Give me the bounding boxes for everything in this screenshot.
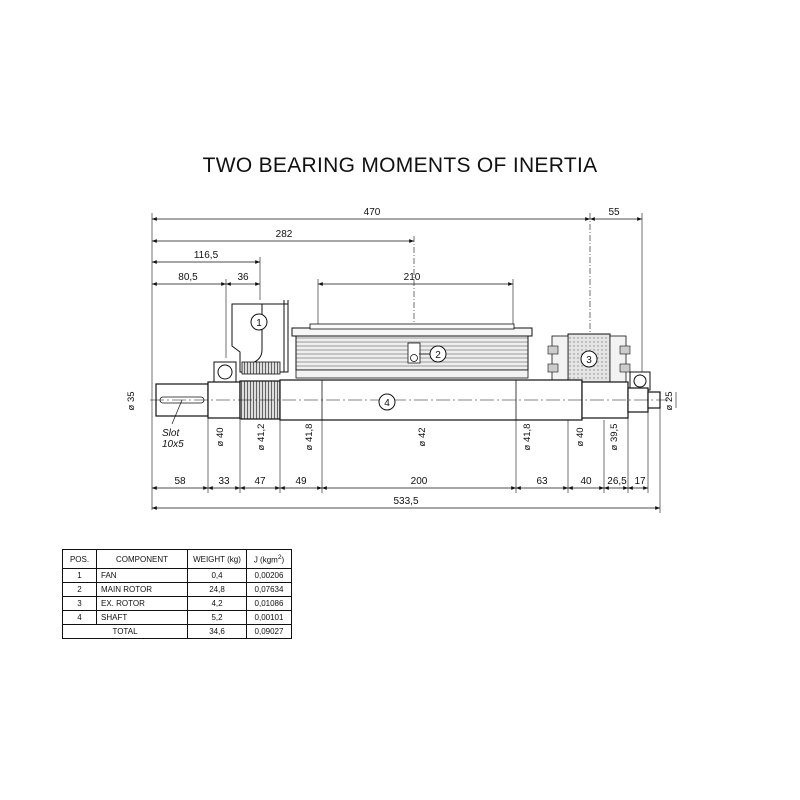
total-inertia: 0,09027 — [246, 624, 292, 639]
row-pos: 3 — [62, 596, 97, 611]
header-weight: WEIGHT (kg) — [187, 549, 247, 569]
total-weight: 34,6 — [187, 624, 247, 639]
shaft — [150, 379, 668, 421]
balloon-3: 3 — [580, 350, 598, 368]
table-row: 2 MAIN ROTOR 24,8 0,07634 — [62, 582, 292, 597]
total-label: TOTAL — [62, 624, 188, 639]
header-inertia-close: ) — [281, 555, 285, 565]
dia-39-5: ø 39,5 — [609, 424, 620, 451]
dia-41-2: ø 41,2 — [256, 424, 267, 451]
balloon-4-label: 4 — [384, 398, 390, 409]
components-table: POS. COMPONENT WEIGHT (kg) J (kgm2) 1 FA… — [62, 549, 292, 639]
diameter-labels: ø 35 ø 40 ø 41,2 ø 41,8 ø 42 ø 41,8 ø 40… — [126, 391, 677, 451]
balloon-4: 4 — [378, 393, 396, 411]
row-inertia: 0,01086 — [246, 596, 292, 611]
dim-36: 36 — [237, 272, 249, 283]
main-rotor — [291, 323, 533, 379]
table-row: 3 EX. ROTOR 4,2 0,01086 — [62, 596, 292, 611]
header-component: COMPONENT — [96, 549, 188, 569]
table-total-row: TOTAL 34,6 0,09027 — [62, 624, 292, 639]
bottom-dimensions: 58 33 47 49 200 63 40 26,5 17 533,5 — [152, 408, 661, 513]
dim-200: 200 — [411, 476, 428, 487]
header-inertia: J (kgm2) — [246, 549, 292, 569]
balloon-2: 2 — [419, 345, 447, 363]
dim-470: 470 — [364, 207, 381, 218]
dim-533-5: 533,5 — [393, 496, 418, 507]
non-drive-end-bearing — [629, 371, 651, 391]
dia-42: ø 42 — [417, 427, 428, 446]
dia-35: ø 35 — [126, 391, 137, 410]
table-header-row: POS. COMPONENT WEIGHT (kg) J (kgm2) — [62, 549, 292, 569]
row-component: EX. ROTOR — [96, 596, 188, 611]
balloon-2-label: 2 — [435, 350, 441, 361]
dim-49: 49 — [295, 476, 307, 487]
drawing-title: TWO BEARING MOMENTS OF INERTIA — [202, 154, 598, 177]
balloon-1: 1 — [250, 313, 268, 331]
header-inertia-base: J (kgm — [253, 555, 278, 565]
slot-size: 10x5 — [162, 439, 184, 450]
row-component: MAIN ROTOR — [96, 582, 188, 597]
row-pos: 1 — [62, 568, 97, 583]
fan — [231, 300, 289, 375]
row-component: FAN — [96, 568, 188, 583]
dim-17: 17 — [634, 476, 646, 487]
balloon-1-label: 1 — [256, 318, 262, 329]
row-weight: 4,2 — [187, 596, 247, 611]
dia-41-8-right: ø 41,8 — [522, 424, 533, 451]
row-component: SHAFT — [96, 610, 188, 625]
slot-callout: Slot 10x5 — [162, 399, 184, 450]
row-weight: 24,8 — [187, 582, 247, 597]
dim-63: 63 — [536, 476, 548, 487]
drive-end-bearing — [213, 361, 237, 383]
dia-40-left: ø 40 — [215, 427, 226, 446]
row-pos: 2 — [62, 582, 97, 597]
row-weight: 5,2 — [187, 610, 247, 625]
row-weight: 0,4 — [187, 568, 247, 583]
row-inertia: 0,00206 — [246, 568, 292, 583]
table-row: 4 SHAFT 5,2 0,00101 — [62, 610, 292, 625]
dim-210: 210 — [404, 272, 421, 283]
balloon-3-label: 3 — [586, 355, 592, 366]
dia-25: ø 25 — [664, 391, 675, 410]
dia-40-right: ø 40 — [575, 427, 586, 446]
dim-47: 47 — [254, 476, 266, 487]
shaft-assembly-drawing: 470 55 282 116,5 210 80,5 36 — [126, 207, 677, 513]
dia-41-8-left: ø 41,8 — [304, 424, 315, 451]
dim-55: 55 — [608, 207, 620, 218]
dim-58: 58 — [174, 476, 186, 487]
dim-26-5: 26,5 — [607, 476, 627, 487]
dim-80-5: 80,5 — [178, 272, 198, 283]
dim-40: 40 — [580, 476, 592, 487]
row-inertia: 0,07634 — [246, 582, 292, 597]
dim-33: 33 — [218, 476, 230, 487]
row-inertia: 0,00101 — [246, 610, 292, 625]
header-inertia-exponent: 2 — [277, 553, 282, 561]
dim-116-5: 116,5 — [194, 250, 219, 261]
row-pos: 4 — [62, 610, 97, 625]
header-pos: POS. — [62, 549, 97, 569]
dim-282: 282 — [276, 229, 293, 240]
table-row: 1 FAN 0,4 0,00206 — [62, 568, 292, 583]
slot-label: Slot — [162, 428, 180, 439]
